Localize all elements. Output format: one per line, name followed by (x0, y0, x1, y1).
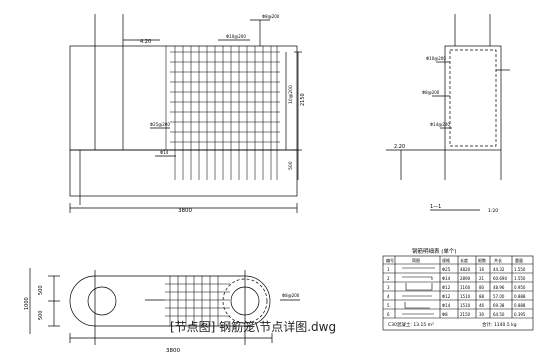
table-cell: 48.96 (493, 285, 505, 290)
section-rebar-label: Φ10@200 (426, 56, 446, 61)
table-cell: 6 (387, 312, 390, 317)
plan-dim-left-b: 500 (38, 310, 44, 320)
table-cell: 64.50 (493, 312, 505, 317)
table-header-cell: 规格 (442, 257, 450, 263)
elev-dim-right-low: 500 (288, 161, 294, 170)
elev-dim-right: 2150 (300, 93, 306, 106)
table-header-cell: 长度 (460, 257, 468, 263)
elev-rebar-label: Φ25@200 (150, 122, 170, 127)
table-cell: 46 (479, 303, 485, 308)
table-cell: 4820 (460, 267, 471, 272)
plan-circle-left (87, 286, 117, 316)
elev-rebar-label: Φ14 (160, 150, 169, 155)
section-rebar-label: Φ8@200 (422, 90, 440, 95)
rebar-table (382, 255, 534, 331)
section-view (386, 14, 510, 211)
section-scale: 1:20 (488, 208, 498, 214)
table-cell: 1.550 (514, 276, 526, 281)
table-header-cell: 简图 (412, 257, 420, 263)
table-cell: 44.32 (493, 267, 505, 272)
elev-dim-bottom: 3800 (178, 208, 192, 214)
table-footer-right: 合计: 1140.5 kg (482, 321, 517, 328)
bar-sketch (404, 302, 430, 309)
plan-rebar-label: Φ8@200 (282, 293, 300, 298)
table-cell: 5 (387, 303, 390, 308)
elev-dim-right-inner: 10@200 (288, 85, 294, 104)
table-cell: 80 (479, 285, 485, 290)
table-cell: Φ14 (442, 303, 451, 308)
table-cell: 2150 (460, 312, 471, 317)
table-cell: Φ25 (442, 267, 451, 272)
table-cell: 3 (387, 285, 390, 290)
bar-sketch (402, 276, 433, 280)
plan-view (29, 268, 300, 345)
table-header: 编号 简图 规格 长度 根数 共长 重量 (386, 257, 523, 263)
table-cell: 1160 (460, 285, 471, 290)
bar-sketch (405, 283, 433, 291)
plan-dim-left-a: 500 (38, 285, 44, 295)
table-cell: 0.888 (514, 303, 526, 308)
table-header-cell: 编号 (386, 257, 394, 263)
table-header-cell: 共长 (494, 257, 502, 263)
table-cell: 0.950 (514, 285, 526, 290)
plan-dim-bottom: 3800 (166, 348, 180, 354)
table-cell: Φ12 (442, 285, 451, 290)
watermark-text: [节点图] 钢筋笼\节点详图.dwg (170, 319, 336, 334)
rebar-grid (165, 46, 280, 180)
table-header-cell: 根数 (478, 257, 486, 263)
table-cell: 30 (479, 312, 485, 317)
table-cell: 0.888 (514, 294, 526, 299)
table-cell: 4 (387, 294, 390, 299)
table-cell: 1510 (460, 303, 471, 308)
table-cell: 1.550 (514, 267, 526, 272)
table-cell: 21 (479, 276, 485, 281)
table-cell: 0.395 (514, 312, 526, 317)
table-cell: 2890 (460, 276, 471, 281)
elev-rebar-label: Φ10@200 (226, 34, 246, 39)
table-cell: 16 (479, 267, 485, 272)
table-cell: 1 (387, 267, 390, 272)
elev-dim-left-top: 4.20 (140, 39, 151, 45)
table-cell: Φ8 (442, 312, 448, 317)
section-title: 1—1 (430, 204, 441, 210)
elevation-view (69, 14, 302, 213)
table-cell: 2 (387, 276, 390, 281)
table-cell: Φ12 (442, 294, 451, 299)
section-elev-label: 2.20 (394, 144, 405, 150)
elev-rebar-label: Φ8@200 (262, 14, 280, 19)
table-cell: 1510 (460, 294, 471, 299)
plan-dim-left-total: 1000 (24, 297, 30, 310)
table-title: 钢筋明细表 (单个) (412, 247, 457, 255)
section-outline (444, 45, 502, 151)
section-cage (449, 49, 497, 147)
table-cell: 60.690 (493, 276, 507, 281)
table-cell: 88 (479, 294, 485, 299)
table-cell: 69.38 (493, 303, 505, 308)
table-footer-left: C30混凝土: 13.15 m³ (388, 321, 434, 328)
table-cell: Φ14 (442, 276, 451, 281)
table-header-cell: 重量 (515, 257, 523, 263)
section-rebar-label: Φ14@200 (430, 122, 450, 127)
table-cell: 57.00 (493, 294, 505, 299)
